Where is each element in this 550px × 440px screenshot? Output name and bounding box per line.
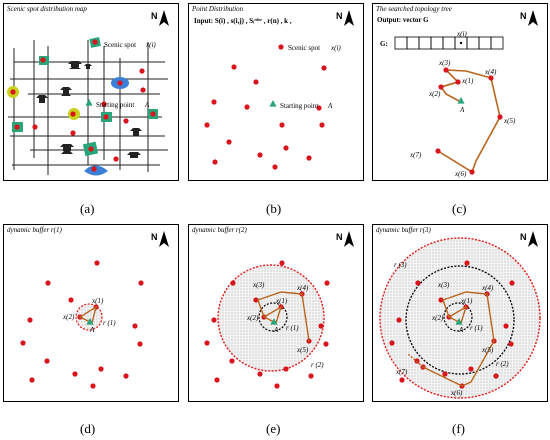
node-label: x(4)	[481, 284, 494, 292]
node-label: x(7)	[409, 151, 422, 159]
caption-c: (c)	[452, 201, 467, 216]
start-label: A	[89, 326, 95, 334]
north-arrow-icon: N	[336, 10, 354, 26]
start-label: A	[458, 326, 464, 334]
buffer-r2	[217, 264, 325, 372]
vector-g	[394, 36, 504, 50]
legend-scenic-label: Scenic spot	[288, 44, 320, 52]
caption-d: (d)	[80, 421, 96, 436]
caption-f: (f)	[452, 421, 465, 436]
route-e	[257, 291, 310, 342]
legend-start-sym: A	[327, 102, 333, 110]
node-label: x(2)	[431, 314, 444, 322]
buffer-r2	[405, 265, 515, 375]
starting-point-icon	[85, 99, 93, 106]
node-label: x(5)	[503, 117, 516, 125]
legend-scenic-sym: x(i)	[330, 44, 341, 52]
radius-label: r (2)	[496, 360, 509, 368]
north-arrow-icon: N	[151, 231, 169, 247]
north-label: N	[520, 232, 527, 242]
legend-scenic-sym: x(i)	[145, 41, 156, 49]
buffer-r3	[379, 237, 541, 399]
starting-point-icon	[269, 100, 277, 107]
radius-label: r (1)	[103, 319, 116, 327]
node-label: x(7)	[395, 368, 408, 376]
node-label: x(6)	[450, 389, 463, 397]
panel-title: dynamic buffer r(3)	[376, 226, 431, 234]
route-d	[78, 305, 98, 324]
node-label: x(1)	[91, 297, 104, 305]
radius-label: r (3)	[394, 261, 407, 269]
legend-start-label: Starting point	[280, 102, 318, 110]
node-label: x(6)	[454, 170, 467, 178]
topology-tree-edges	[437, 69, 501, 174]
node-label: x(1)	[460, 297, 473, 305]
north-label: N	[151, 232, 158, 242]
north-label: N	[336, 232, 343, 242]
radius-label: r (1)	[286, 324, 299, 332]
output-line: Output: vector G	[377, 16, 429, 24]
g-cell-label: x(i)	[456, 30, 467, 38]
panel-title: dynamic buffer r(1)	[7, 226, 62, 234]
caption-a: (a)	[80, 201, 95, 216]
panel-title: Point Distribution	[192, 5, 244, 13]
legend-scenic-label: Scenic spot	[104, 41, 136, 49]
legend-start-sym: A	[144, 101, 150, 109]
panel-title: Scenic spot distribution map	[7, 5, 87, 13]
route-f	[407, 291, 495, 387]
radius-label: r (2)	[311, 361, 324, 369]
buffer-r1	[258, 302, 288, 332]
node-label: x(1)	[275, 297, 288, 305]
caption-e: (e)	[266, 421, 281, 436]
north-label: N	[520, 11, 527, 21]
buffer-r1	[443, 302, 473, 332]
radius-label: r (1)	[470, 324, 483, 332]
start-label: A	[273, 326, 279, 334]
pagoda-icons	[36, 61, 142, 158]
node-label: x(3)	[437, 281, 450, 289]
node-label: x(1)	[461, 77, 474, 85]
node-label: x(2)	[428, 90, 441, 98]
street-grid	[8, 40, 168, 175]
panel-title: dynamic buffer r(2)	[192, 226, 247, 234]
north-label: N	[336, 11, 343, 21]
panel-title: The searched topology tree	[376, 5, 452, 13]
north-label: N	[151, 11, 158, 21]
start-label: A	[459, 106, 465, 114]
north-arrow-icon: N	[151, 10, 169, 26]
node-label: x(3)	[252, 281, 265, 289]
g-label: G:	[380, 40, 388, 48]
node-label: x(5)	[296, 346, 309, 354]
node-label: x(3)	[438, 59, 451, 67]
node-label: x(5)	[481, 346, 494, 354]
node-label: x(4)	[484, 68, 497, 76]
node-label: x(4)	[296, 284, 309, 292]
legend-start-label: Starting point	[96, 101, 134, 109]
north-arrow-icon: N	[336, 231, 354, 247]
panel-b: Point Distribution	[188, 3, 364, 181]
north-arrow-icon: N	[520, 231, 538, 247]
panel-c: The searched topology tree	[372, 3, 548, 181]
input-line: Input: S(i) , s(i,j) , Sᵢʳᵈᵉʳ , r(n) , k…	[194, 17, 292, 25]
north-arrow-icon: N	[520, 10, 538, 26]
node-label: x(2)	[246, 314, 259, 322]
node-label: x(2)	[62, 313, 75, 321]
caption-b: (b)	[266, 201, 282, 216]
